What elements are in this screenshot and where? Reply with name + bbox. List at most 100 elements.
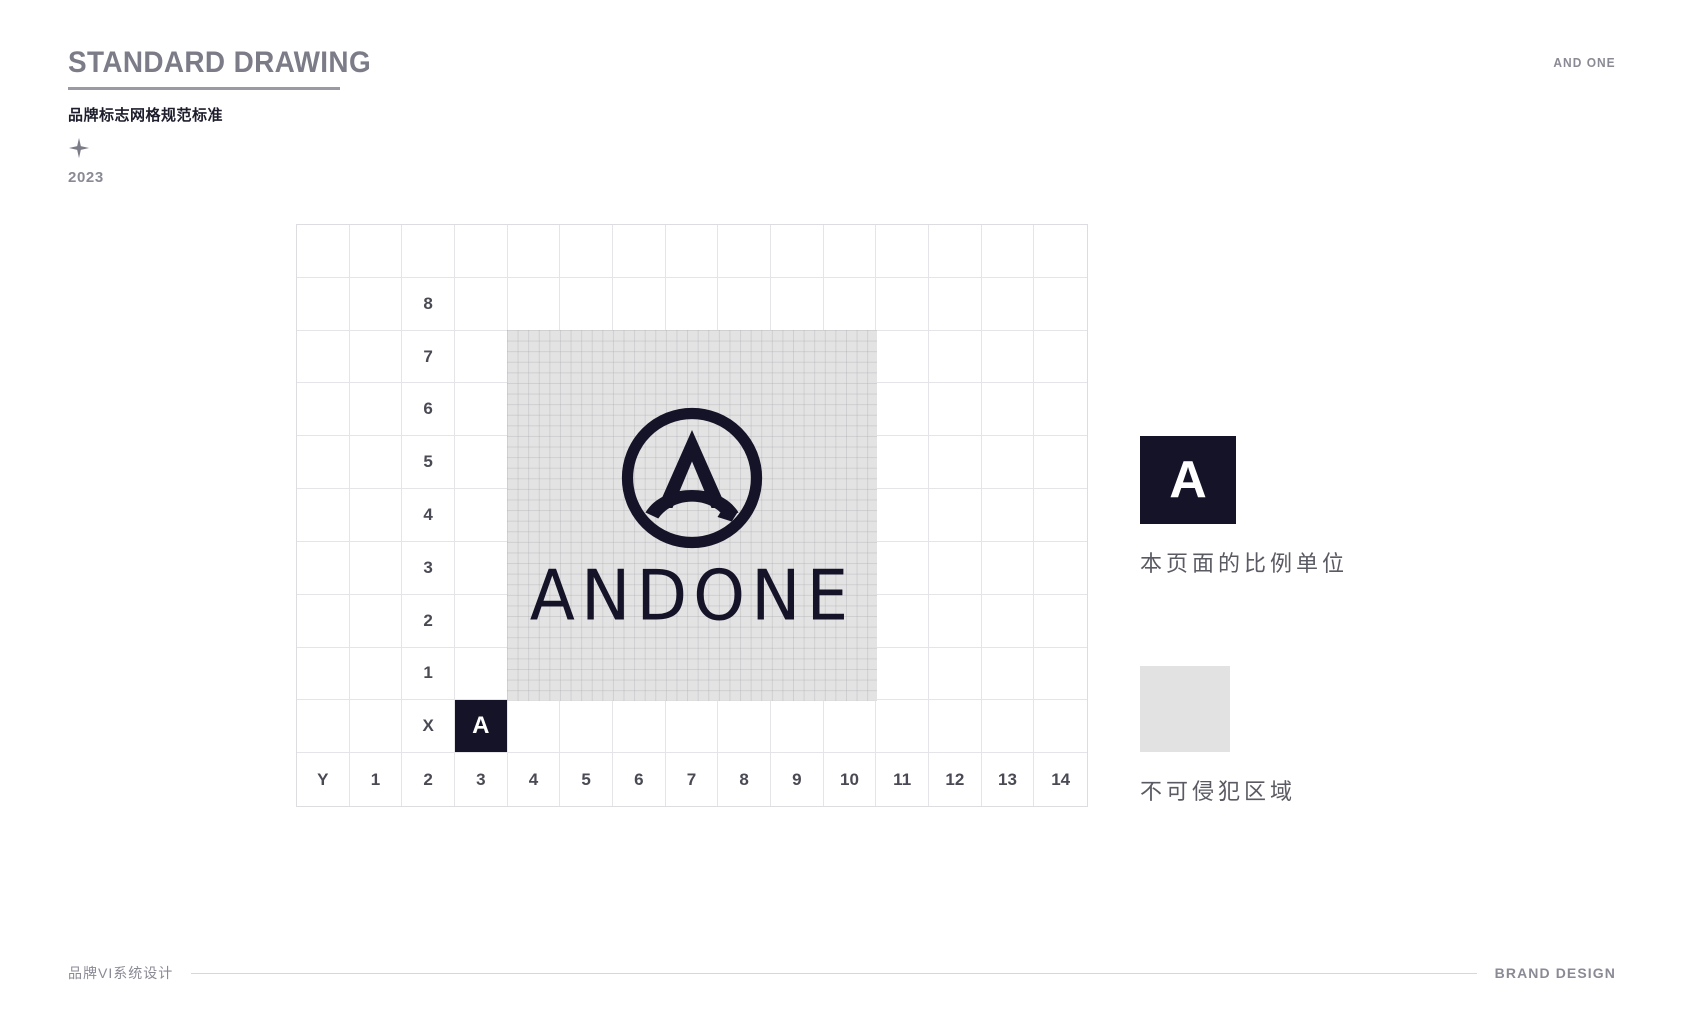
grid-cell xyxy=(560,594,613,648)
grid-cell xyxy=(718,541,771,595)
grid-cell xyxy=(929,277,982,331)
grid-cell xyxy=(718,277,771,331)
grid-cell xyxy=(665,541,719,595)
grid-cell xyxy=(823,489,877,542)
grid-cell xyxy=(507,330,561,384)
grid-cell xyxy=(665,383,719,437)
grid-col-label-Y: Y xyxy=(297,753,350,806)
grid-cell xyxy=(929,225,982,278)
grid-cell xyxy=(349,330,403,384)
grid-cell xyxy=(507,383,561,437)
grid-col-label-10: 10 xyxy=(824,753,877,806)
grid-cell xyxy=(665,436,719,490)
legend-caption-1: 不可侵犯区域 xyxy=(1140,779,1297,804)
grid-cell xyxy=(297,277,350,331)
grid-cell xyxy=(560,277,613,331)
grid-cell xyxy=(349,436,403,490)
grid-cell xyxy=(560,383,613,437)
title-underline xyxy=(68,87,340,90)
grid-cell xyxy=(455,436,508,490)
grid-cell xyxy=(876,383,929,437)
grid-cell xyxy=(1034,542,1087,595)
grid-cell xyxy=(613,594,666,648)
grid-cell xyxy=(613,225,666,278)
grid-cell xyxy=(929,383,982,437)
grid-cell xyxy=(1034,225,1087,278)
grid-cell xyxy=(297,383,350,437)
grid-cell xyxy=(1034,436,1087,490)
grid-cell xyxy=(349,647,403,701)
grid-row-label-1: 1 xyxy=(402,647,455,701)
page-subtitle: 品牌标志网格规范标准 xyxy=(68,107,224,124)
grid-cell xyxy=(613,277,666,331)
grid-cell xyxy=(507,594,561,648)
grid-cell xyxy=(1034,700,1087,754)
grid-cell xyxy=(876,436,929,490)
grid-cell xyxy=(665,225,719,278)
grid-cell xyxy=(297,436,350,490)
grid-cell xyxy=(665,277,719,331)
grid-cell xyxy=(507,436,561,490)
grid-cell xyxy=(823,383,877,437)
grid-cell xyxy=(823,330,877,384)
grid-cell xyxy=(297,489,350,542)
grid-cell xyxy=(297,647,350,701)
grid-cell xyxy=(349,489,403,542)
grid-unit-cell: A xyxy=(455,700,508,754)
grid-col-label-8: 8 xyxy=(718,753,771,806)
grid-cell xyxy=(613,541,666,595)
grid-cell xyxy=(718,330,771,384)
grid-cell xyxy=(981,330,1035,384)
grid-cell xyxy=(981,594,1035,648)
grid-cell xyxy=(297,225,350,278)
grid-cell xyxy=(981,436,1035,490)
grid-col-label-13: 13 xyxy=(982,753,1035,806)
grid-cell xyxy=(349,594,403,648)
grid-row-label-6: 6 xyxy=(402,383,455,437)
grid-cell xyxy=(402,225,455,278)
grid-cell xyxy=(771,647,824,701)
grid-row-label-7: 7 xyxy=(402,330,455,384)
grid-cell xyxy=(1034,648,1087,701)
grid-col-label-9: 9 xyxy=(771,753,824,806)
grid-cell xyxy=(665,330,719,384)
grid-col-label-3: 3 xyxy=(455,753,508,806)
legend-swatch-dark: A xyxy=(1140,436,1236,524)
grid-cell xyxy=(876,594,929,648)
grid-cell xyxy=(981,383,1035,437)
grid-cell xyxy=(613,436,666,490)
grid-cell xyxy=(349,225,403,278)
grid-cell xyxy=(507,541,561,595)
grid-cell xyxy=(1034,489,1087,542)
grid-cell xyxy=(613,330,666,384)
grid-col-label-12: 12 xyxy=(929,753,982,806)
grid-cell xyxy=(560,436,613,490)
grid-cell xyxy=(718,647,771,701)
grid-cell xyxy=(771,541,824,595)
grid-cell xyxy=(455,647,508,701)
grid-cell xyxy=(876,225,929,278)
grid-cell xyxy=(1034,331,1087,384)
grid-cell xyxy=(823,647,877,701)
grid-cell xyxy=(455,594,508,648)
grid-cell xyxy=(297,330,350,384)
grid-cell xyxy=(560,489,613,542)
grid-cell xyxy=(876,647,929,701)
grid-cell xyxy=(718,489,771,542)
brand-tag: AND ONE xyxy=(1553,55,1616,70)
grid-cell xyxy=(929,700,982,754)
grid-cell xyxy=(560,225,613,278)
grid-cell xyxy=(823,277,877,331)
grid-cell xyxy=(455,330,508,384)
grid-cell xyxy=(507,647,561,701)
grid-cell xyxy=(718,594,771,648)
grid-cell xyxy=(823,594,877,648)
grid-cell xyxy=(1034,595,1087,648)
grid-cell xyxy=(455,383,508,437)
grid-cell xyxy=(455,489,508,542)
grid-cell xyxy=(981,225,1035,278)
grid-cell xyxy=(507,225,561,278)
